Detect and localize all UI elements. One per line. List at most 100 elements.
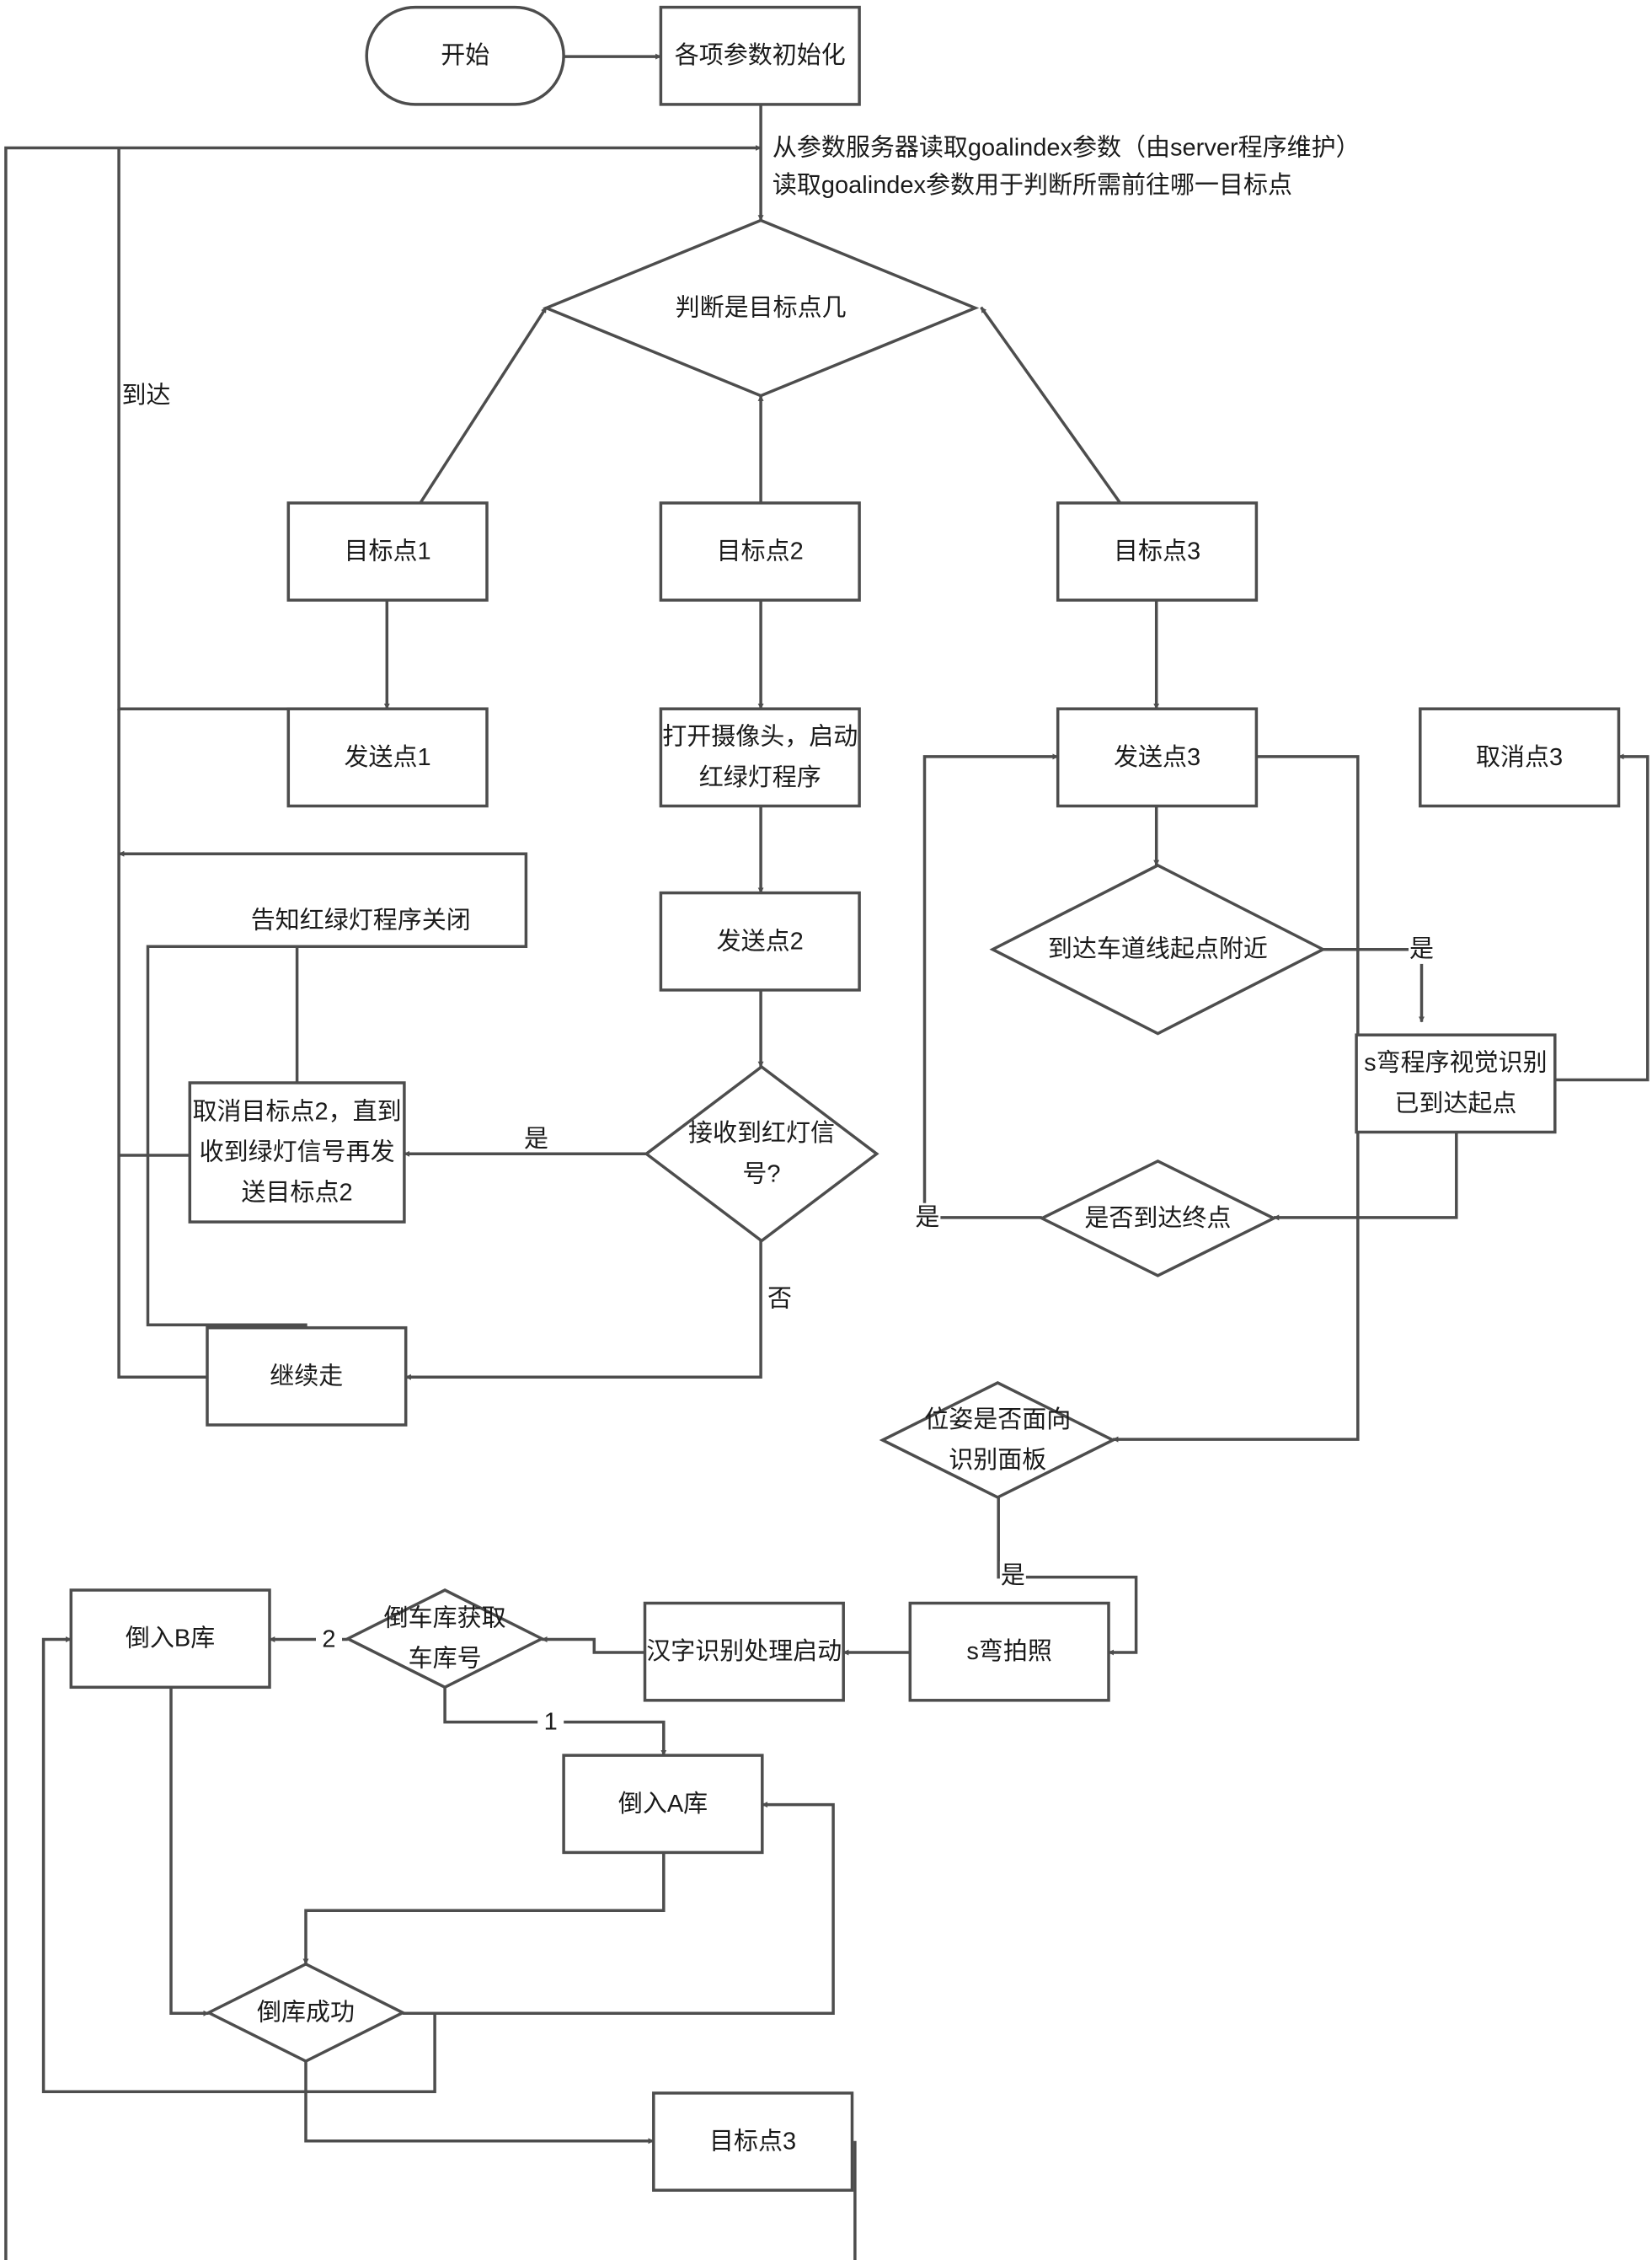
node-s-vision-shape [1355, 1033, 1557, 1134]
edge-label-yes-near: 是 [1409, 935, 1435, 964]
edge-hanzi-garage [541, 1636, 645, 1654]
edge-svision-end [1273, 1132, 1458, 1221]
node-park-a-shape [562, 1754, 764, 1855]
node-init-shape [659, 5, 861, 106]
node-hanzi-label: 汉字识别处理启动 [646, 1637, 842, 1665]
edge-label-yes-end-text: 是 [915, 1204, 939, 1231]
edge-notify-inner [146, 945, 307, 1326]
node-goal2: 目标点2 [659, 501, 861, 602]
node-garage-no-shape [344, 1588, 546, 1690]
node-red-signal-shape [644, 1064, 879, 1243]
node-goal3-label: 目标点3 [1114, 538, 1200, 565]
node-cancel-goal2-label: 取消目标点2，直到 [193, 1097, 402, 1125]
node-send2: 发送点2 [659, 891, 861, 992]
edge-label-read-param: 从参数服务器读取goalindex参数（由server程序维护） [773, 134, 1361, 162]
edge-continue-loop [117, 709, 207, 1379]
edge-label-read-param-text: 从参数服务器读取goalindex参数（由server程序维护） [773, 134, 1361, 162]
node-camera-shape [659, 707, 861, 808]
node-init: 各项参数初始化 [659, 5, 861, 106]
edge-goal1-judge [419, 306, 548, 504]
edge-notify-close [118, 850, 528, 1083]
node-camera-label: 打开摄像头，启动 [662, 723, 858, 751]
edge-label-notify-close: 告知红绿灯程序关闭 [251, 906, 471, 934]
node-pose-check-shape [879, 1381, 1117, 1499]
node-start-label: 开始 [441, 41, 489, 69]
node-red-signal-label: 接收到红灯信 [688, 1119, 835, 1147]
node-s-vision-label: s弯程序视觉识别 [1364, 1049, 1548, 1077]
edge-label-yes-near-text: 是 [1409, 936, 1434, 963]
node-near-lane-start: 到达车道线起点附近 [989, 863, 1327, 1036]
edge-label-yes-pose-text: 是 [1001, 1562, 1025, 1589]
node-s-photo: s弯拍照 [908, 1601, 1110, 1702]
edge-b-ok [169, 1687, 210, 2016]
node-send3-label: 发送点3 [1114, 743, 1200, 771]
node-goal3-shape [1056, 501, 1259, 602]
node-cancel-goal2-label: 收到绿灯信号再发 [200, 1138, 395, 1166]
node-send1-label: 发送点1 [345, 743, 431, 771]
node-park-b-label: 倒入B库 [126, 1625, 215, 1652]
node-judge-shape [542, 218, 980, 398]
node-red-signal-label: 号? [742, 1160, 780, 1187]
node-s-photo-shape [908, 1601, 1110, 1702]
node-hanzi-shape [643, 1601, 845, 1702]
node-park-ok-shape [205, 1962, 407, 2064]
edge-goal3-judge [980, 306, 1122, 504]
edge-a-ok [302, 1852, 666, 1965]
edge-label-garage-1-text: 1 [544, 1709, 558, 1736]
node-goal1: 目标点1 [286, 501, 489, 602]
node-goal3-final-label: 目标点3 [709, 2128, 796, 2156]
node-goal1-label: 目标点1 [345, 538, 431, 565]
node-near-lane-start-shape [989, 863, 1327, 1036]
edge-label-notify-close-text: 告知红绿灯程序关闭 [251, 906, 471, 934]
node-judge-label: 判断是目标点几 [676, 294, 847, 322]
node-garage-no-label: 倒车库获取 [384, 1604, 506, 1632]
node-init-label: 各项参数初始化 [675, 41, 846, 69]
node-send1: 发送点1 [286, 707, 489, 808]
edge-label-no-red: 否 [767, 1285, 792, 1312]
edge-label-yes-red-text: 是 [524, 1126, 548, 1153]
edge-label-yes-end-bg [914, 1202, 941, 1233]
node-cancel3-shape [1419, 707, 1621, 808]
node-judge: 判断是目标点几 [542, 218, 980, 398]
edge-near-yes [1323, 947, 1425, 1023]
edge-label-garage-1-bg [537, 1707, 564, 1737]
edge-label-garage-2: 2 [316, 1625, 342, 1654]
node-goal3-final-shape [652, 2091, 854, 2192]
node-cancel-goal2-label: 送目标点2 [242, 1179, 353, 1207]
node-park-b: 倒入B库 [69, 1588, 271, 1690]
edge-label-yes-pose: 是 [999, 1561, 1026, 1590]
edge-label-garage-1: 1 [537, 1707, 564, 1737]
node-goal1-shape [286, 501, 489, 602]
node-pose-check-label: 识别面板 [949, 1446, 1046, 1474]
edge-label-garage-2-bg [316, 1625, 342, 1654]
node-send2-label: 发送点2 [717, 927, 804, 955]
node-continue-label: 继续走 [270, 1362, 343, 1390]
node-park-a: 倒入A库 [562, 1754, 764, 1855]
edge-send3-pose [1112, 755, 1360, 1443]
node-park-ok: 倒库成功 [205, 1962, 407, 2064]
node-pose-check-label: 位姿是否面向 [924, 1406, 1071, 1433]
node-reach-end: 是否到达终点 [1038, 1159, 1277, 1277]
node-cancel3: 取消点3 [1419, 707, 1621, 808]
node-goal2-shape [659, 501, 861, 602]
node-goal3: 目标点3 [1056, 501, 1259, 602]
node-garage-no-label: 车库号 [409, 1645, 482, 1673]
node-cancel-goal2-shape [188, 1081, 406, 1224]
node-start-shape [365, 5, 565, 106]
edge-label-yes-near-bg [1409, 935, 1435, 964]
node-s-photo-label: s弯拍照 [966, 1637, 1052, 1665]
node-send3: 发送点3 [1056, 707, 1259, 808]
edge-label-read-param-use: 读取goalindex参数用于判断所需前往哪一目标点 [773, 171, 1292, 199]
node-goal2-label: 目标点2 [717, 538, 804, 565]
edges [4, 53, 1649, 2260]
node-near-lane-start-label: 到达车道线起点附近 [1048, 935, 1268, 963]
edge-red-no [404, 1240, 762, 1380]
edge-arrive-loop [117, 147, 289, 710]
node-park-ok-label: 倒库成功 [257, 1999, 355, 2027]
node-camera-label: 红绿灯程序 [699, 763, 821, 791]
